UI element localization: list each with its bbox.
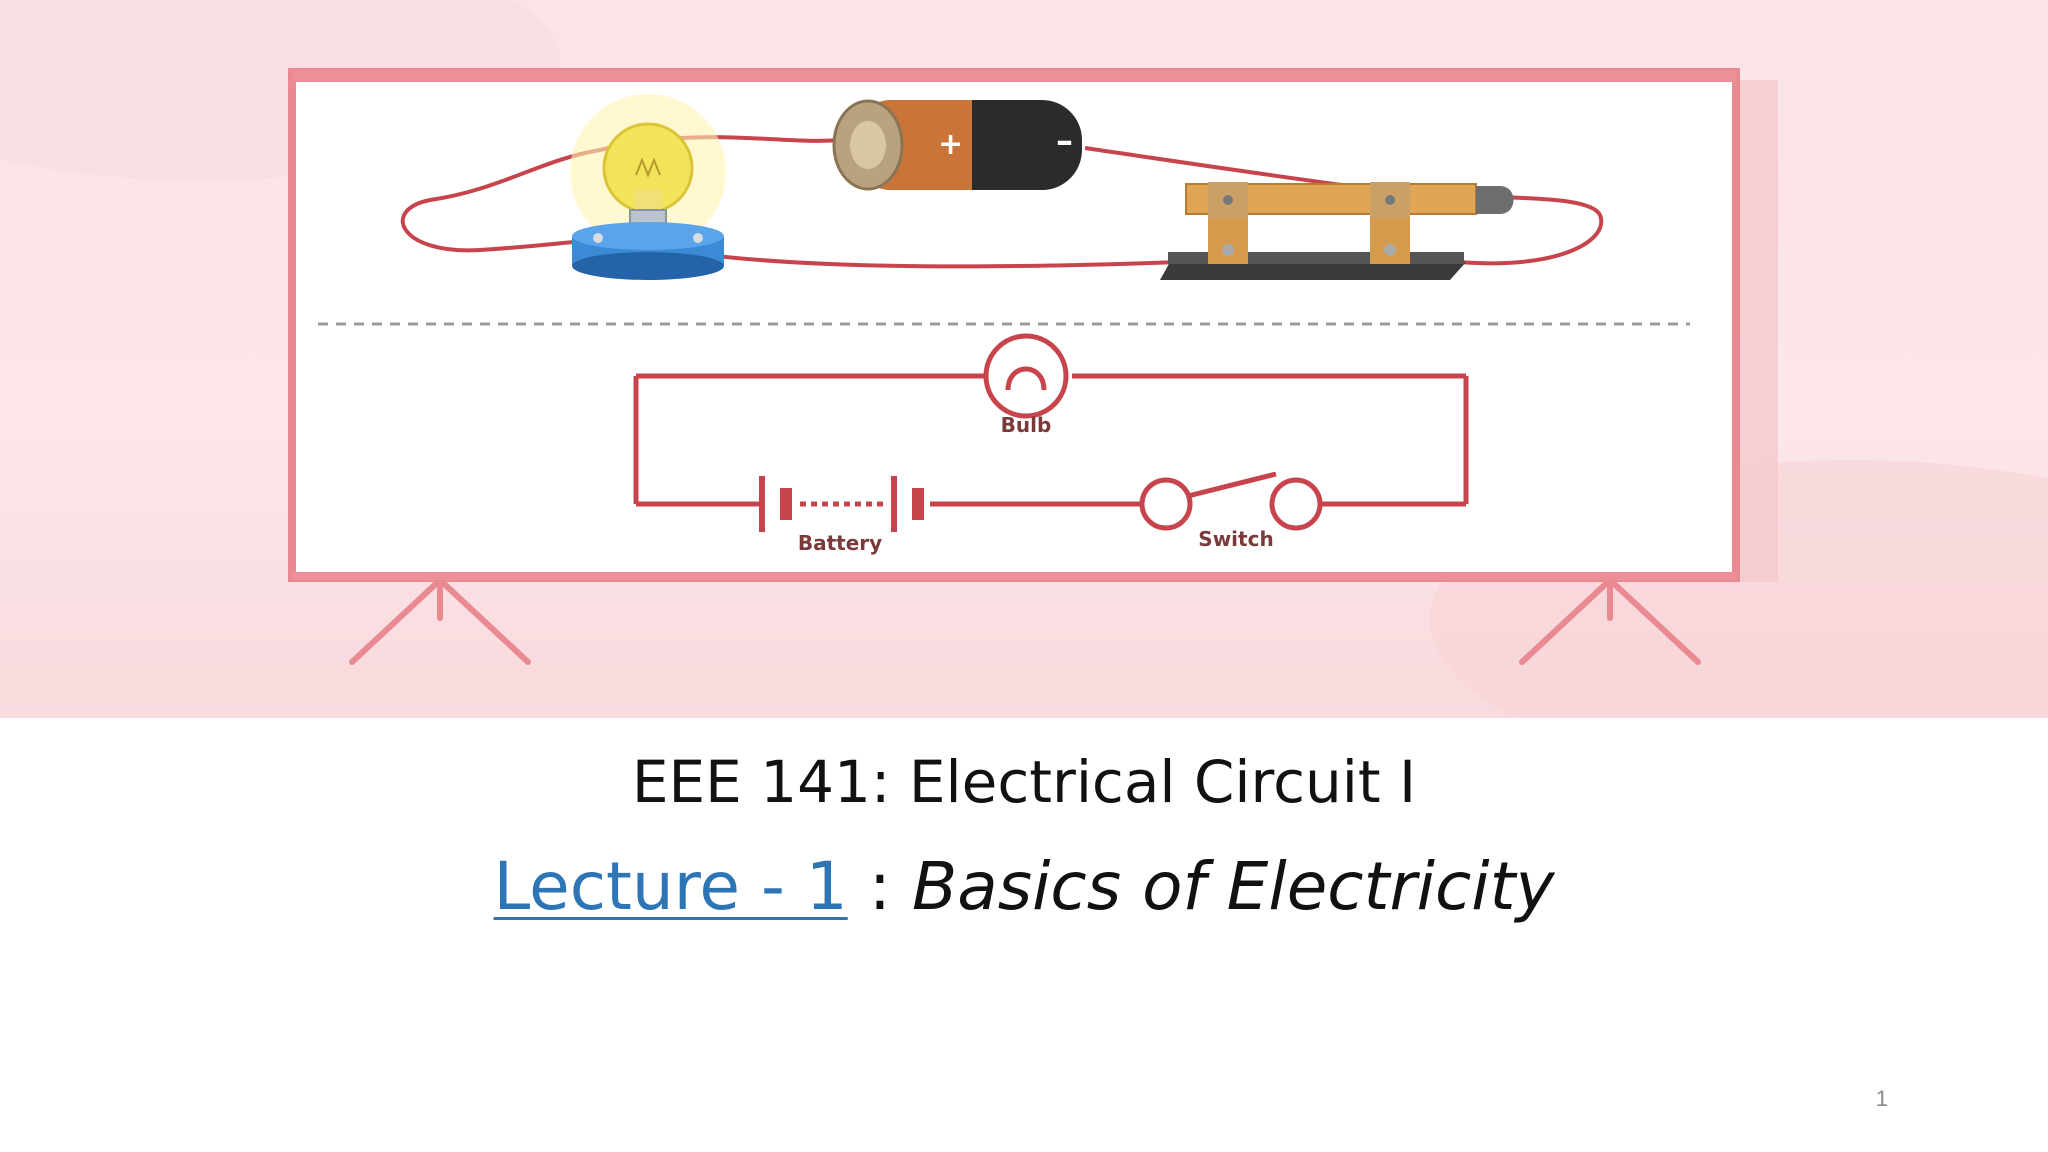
lecture-link[interactable]: Lecture - 1 (493, 848, 848, 925)
switch-pictorial (1160, 182, 1514, 280)
schematic-diagram (633, 333, 1469, 532)
lecture-topic: Basics of Electricity (911, 848, 1555, 925)
title-separator: : (847, 848, 912, 925)
svg-text:–: – (1056, 121, 1073, 161)
circuit-board-illustration: + – (0, 0, 2048, 718)
switch-label: Switch (1198, 527, 1273, 551)
svg-text:+: + (938, 127, 963, 162)
bulb-label: Bulb (1001, 413, 1052, 437)
battery-pictorial: + – (832, 99, 1082, 191)
course-title: EEE 141: Electrical Circuit I (631, 748, 1417, 816)
easel-left-legs (349, 577, 531, 665)
hero-illustration: + – (0, 0, 2048, 718)
easel-right-legs (1519, 577, 1701, 665)
lecture-heading: Lecture - 1 : Basics of Electricity (0, 848, 2048, 925)
battery-label: Battery (798, 531, 882, 555)
page-number: 1 (1875, 1086, 1888, 1111)
